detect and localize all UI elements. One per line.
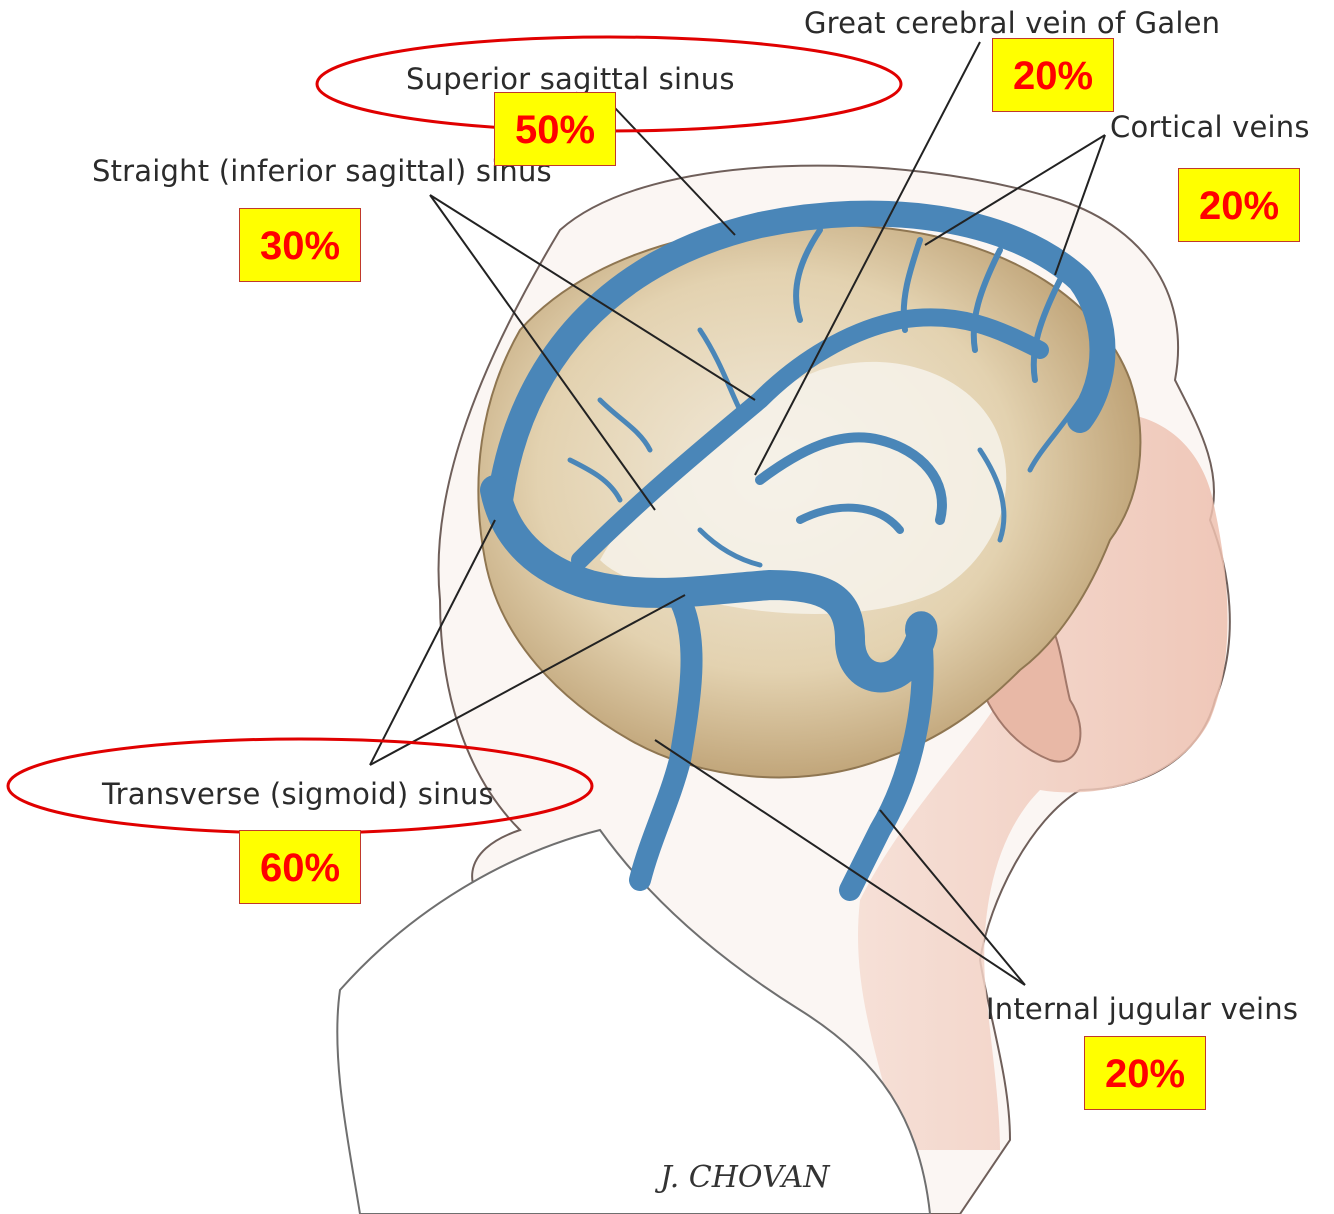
label-straight-sinus: Straight (inferior sagittal) sinus bbox=[92, 154, 552, 188]
label-great-cerebral-vein: Great cerebral vein of Galen bbox=[804, 6, 1220, 40]
badge-superior-sagittal-sinus: 50% bbox=[494, 92, 616, 166]
artist-signature: J. CHOVAN bbox=[660, 1160, 830, 1195]
label-transverse-sinus: Transverse (sigmoid) sinus bbox=[102, 777, 494, 811]
badge-cortical-veins: 20% bbox=[1178, 168, 1300, 242]
badge-great-cerebral-vein: 20% bbox=[992, 38, 1114, 112]
label-cortical-veins: Cortical veins bbox=[1110, 110, 1310, 144]
label-superior-sagittal-sinus: Superior sagittal sinus bbox=[406, 62, 735, 96]
badge-transverse-sinus: 60% bbox=[239, 830, 361, 904]
label-internal-jugular-veins: Internal jugular veins bbox=[986, 992, 1298, 1026]
badge-internal-jugular-veins: 20% bbox=[1084, 1036, 1206, 1110]
badge-straight-sinus: 30% bbox=[239, 208, 361, 282]
